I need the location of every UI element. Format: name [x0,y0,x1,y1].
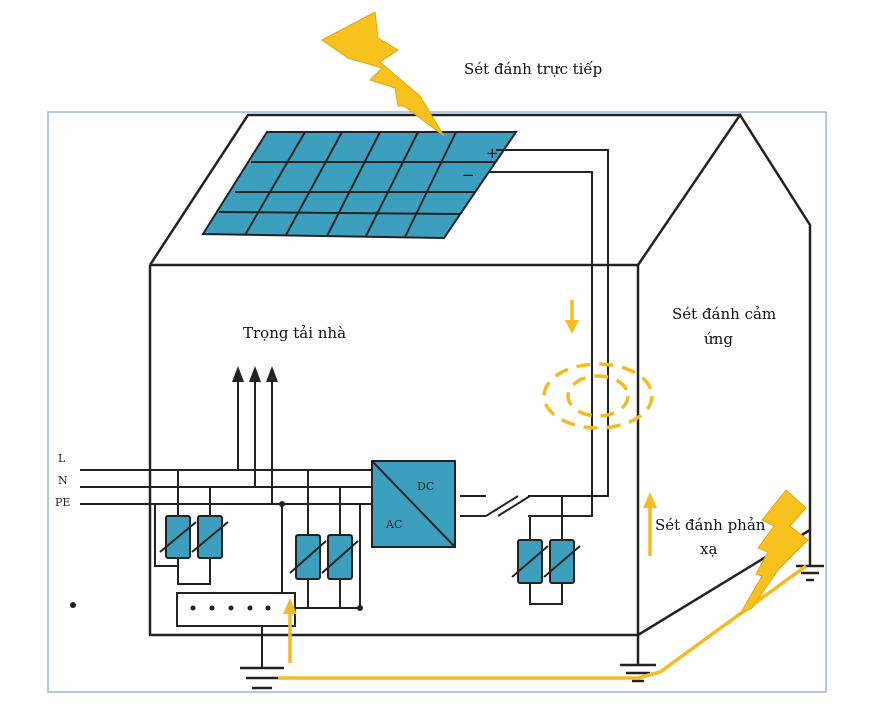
stray-dot [70,602,76,608]
dc-wiring [460,149,609,517]
surge-protector-group-ac-main [154,470,229,585]
mains-lines [80,469,372,505]
reflected-surge-arrow [643,492,657,556]
ground-symbol-right [796,564,824,582]
induced-strike-label-line2: ứng [704,330,733,348]
reflected-strike-label-line1: Sét đánh phản [655,516,766,534]
inverter: DC AC [371,460,456,548]
ground-surge-path [278,564,808,680]
surge-protector-group-dc [511,496,581,605]
direct-strike-label: Sét đánh trực tiếp [464,60,602,78]
diagram-frame [47,111,827,693]
reflected-strike-label-line2: xạ [700,540,717,558]
solar-panel: + − [201,131,518,240]
lightning-bolt-direct-icon [321,11,445,137]
line-pe-label: PE [55,496,70,509]
surge-protector-group-ac-inverter [279,470,363,611]
house-load-arrows [232,366,278,504]
panel-minus-terminal: − [462,166,475,184]
line-l-label: L [58,452,66,465]
induced-surge-indicator [542,300,654,430]
panel-plus-terminal: + [486,144,499,162]
induced-strike-label-line1: Sét đánh cảm [672,305,776,323]
ground-symbol-main [240,666,284,690]
inverter-ac-label: AC [385,518,402,531]
ground-bus-bar [176,592,296,668]
inverter-dc-label: DC [417,480,434,493]
house-load-label: Trọng tải nhà [243,324,346,342]
line-n-label: N [58,474,68,487]
ground-symbol-house [620,635,656,683]
lightning-bolt-reflected-icon [738,489,809,616]
